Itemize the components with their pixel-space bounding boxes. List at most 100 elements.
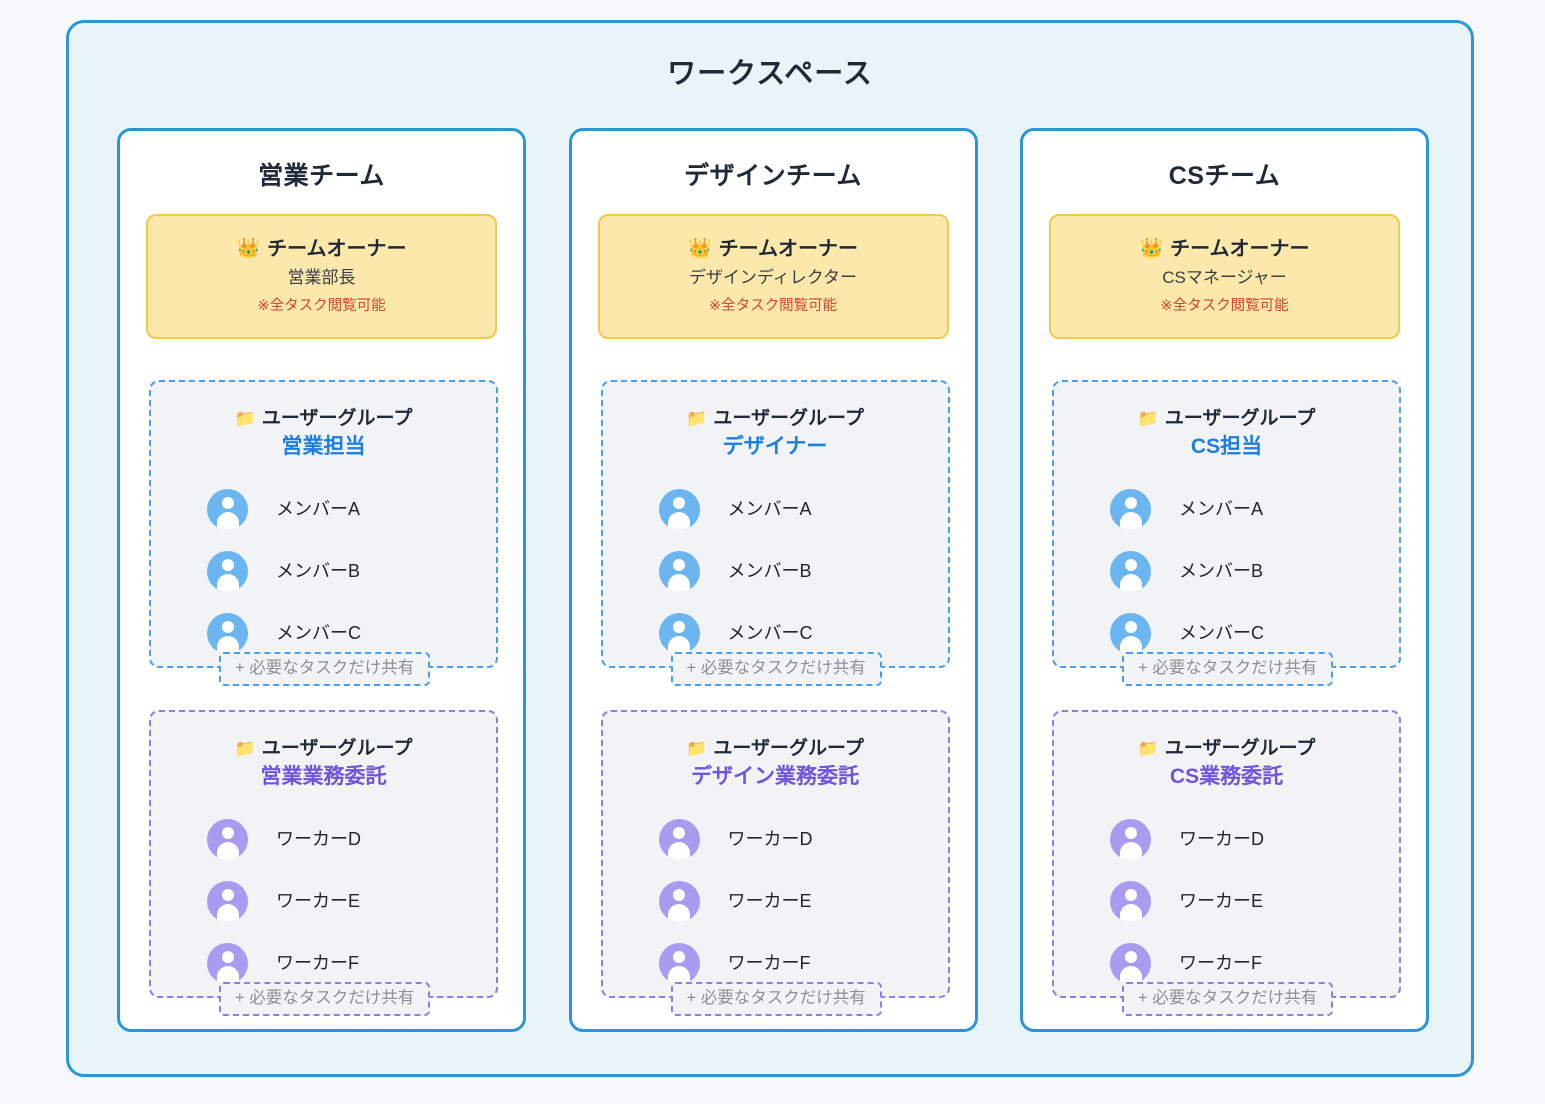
- user-group-kind: 📁ユーザーグループ: [235, 408, 413, 430]
- user-group-kind: 📁ユーザーグループ: [235, 738, 413, 760]
- avatar: [1110, 943, 1151, 985]
- user-group-box: 📁ユーザーグループ CS担当メンバーA メンバーB メンバーC: [1052, 380, 1401, 668]
- member-row[interactable]: メンバーA: [603, 479, 948, 541]
- folder-icon: 📁: [1137, 739, 1159, 759]
- owner-role-label: チームオーナー: [718, 238, 859, 261]
- owner-role: 👑チームオーナー: [688, 238, 858, 260]
- user-group-kind-label: ユーザーグループ: [1164, 738, 1316, 759]
- user-group: 📁ユーザーグループ営業担当メンバーA メンバーB メンバーC+ 必要なタスクだけ共有: [149, 380, 498, 686]
- user-group-header: 📁ユーザーグループ CS担当: [1054, 382, 1399, 459]
- avatar: [1110, 819, 1151, 861]
- member-name: ワーカーD: [1179, 829, 1264, 850]
- member-row[interactable]: ワーカーF: [1054, 933, 1399, 995]
- team-owner-card[interactable]: 👑チームオーナー営業部長 ※全タスク閲覧可能: [146, 214, 497, 339]
- member-name: ワーカーF: [727, 953, 811, 974]
- team-owner-card[interactable]: 👑 チームオーナー CSマネージャー ※全タスク閲覧可能: [1049, 214, 1400, 339]
- share-task-badge[interactable]: + 必要なタスクだけ共有: [1122, 652, 1334, 686]
- team-title: 営業チーム: [258, 162, 385, 190]
- user-group-header: 📁ユーザーグループ営業担当: [151, 382, 496, 459]
- member-name: ワーカーE: [276, 891, 361, 912]
- user-group-name: CS担当: [1190, 434, 1263, 458]
- user-group-box: 📁ユーザーグループ営業業務委託ワーカーD ワーカーE ワーカーF: [149, 710, 498, 998]
- owner-note: ※全タスク閲覧可能: [1160, 297, 1289, 314]
- team-owner-card[interactable]: 👑チームオーナーデザインディレクター ※全タスク閲覧可能: [597, 214, 949, 339]
- share-task-badge[interactable]: + 必要なタスクだけ共有: [219, 652, 431, 686]
- member-list: メンバーA メンバーB メンバーC: [151, 479, 496, 665]
- user-group-kind: 📁ユーザーグループ: [1138, 408, 1316, 430]
- member-name: メンバーA: [727, 499, 812, 520]
- member-name: メンバーA: [276, 499, 361, 520]
- member-name: ワーカーD: [727, 829, 813, 850]
- member-row[interactable]: ワーカーE: [151, 871, 496, 933]
- avatar: [207, 943, 248, 985]
- member-row[interactable]: メンバーC: [1054, 603, 1399, 665]
- share-task-badge[interactable]: + 必要なタスクだけ共有: [219, 982, 431, 1016]
- member-row[interactable]: ワーカーD: [1054, 809, 1399, 871]
- member-name: メンバーB: [276, 561, 361, 582]
- member-name: メンバーA: [1179, 499, 1264, 520]
- member-name: ワーカーE: [727, 891, 812, 912]
- member-name: メンバーB: [1179, 561, 1264, 582]
- owner-title: 営業部長: [287, 268, 356, 288]
- owner-title: CSマネージャー: [1162, 268, 1287, 288]
- owner-role-label: チームオーナー: [1170, 238, 1310, 261]
- teams-row: 営業チーム👑チームオーナー営業部長※全タスク閲覧可能📁ユーザーグループ営業担当メ…: [117, 128, 1429, 1032]
- member-row[interactable]: ワーカーE: [1054, 871, 1399, 933]
- avatar: [1110, 551, 1151, 593]
- member-list: ワーカーD ワーカーE ワーカーF: [151, 809, 496, 995]
- avatar: [1110, 489, 1151, 531]
- team-card: 営業チーム 👑チームオーナー営業部長 ※全タスク閲覧可能 📁ユーザーグループ営業担当メ…: [117, 128, 526, 1032]
- share-task-badge[interactable]: + 必要なタスクだけ共有: [1122, 982, 1334, 1016]
- member-name: メンバーC: [727, 623, 813, 644]
- avatar: [1110, 613, 1151, 655]
- member-list: ワーカーD ワーカーE ワーカーF: [1054, 809, 1399, 995]
- member-row[interactable]: メンバーA: [1054, 479, 1399, 541]
- member-name: メンバーC: [1179, 623, 1264, 644]
- owner-role: 👑チームオーナー: [236, 238, 406, 260]
- user-group-box: 📁ユーザーグループ営業担当メンバーA メンバーB メンバーC: [149, 380, 498, 668]
- owner-title: デザインディレクター: [688, 268, 858, 288]
- member-list: メンバーA メンバーB メンバーC: [603, 479, 948, 665]
- crown-icon: 👑: [1139, 237, 1164, 259]
- user-group-name: 営業担当: [281, 434, 366, 458]
- member-name: ワーカーF: [1179, 953, 1262, 974]
- user-group-kind: 📁ユーザーグループ: [686, 738, 864, 760]
- member-row[interactable]: メンバーB: [151, 541, 496, 603]
- user-group-name: 営業業務委託: [260, 764, 387, 788]
- member-row[interactable]: メンバーA: [151, 479, 496, 541]
- member-row[interactable]: メンバーB: [1054, 541, 1399, 603]
- crown-icon: 👑: [236, 237, 261, 259]
- user-group-box: 📁ユーザーグループ CS業務委託ワーカーD ワーカーE ワーカーF: [1052, 710, 1401, 998]
- owner-role: 👑 チームオーナー: [1139, 238, 1309, 260]
- user-group-kind: 📁ユーザーグループ: [686, 408, 864, 430]
- owner-note: ※全タスク閲覧可能: [708, 297, 838, 314]
- member-row[interactable]: メンバーC: [151, 603, 496, 665]
- avatar: [658, 819, 700, 861]
- member-row[interactable]: ワーカーD: [151, 809, 496, 871]
- avatar: [658, 943, 700, 985]
- member-list: メンバーA メンバーB メンバーC: [1054, 479, 1399, 665]
- user-group-box: 📁ユーザーグループデザイナーメンバーA メンバーB メンバーC: [600, 380, 950, 668]
- member-row[interactable]: ワーカーE: [603, 871, 948, 933]
- member-name: ワーカーD: [276, 829, 361, 850]
- share-task-badge[interactable]: + 必要なタスクだけ共有: [670, 982, 882, 1016]
- user-group-name: デザイナー: [722, 434, 828, 458]
- user-group-kind: 📁ユーザーグループ: [1138, 738, 1316, 760]
- member-name: ワーカーE: [1179, 891, 1264, 912]
- avatar: [207, 819, 248, 861]
- member-name: メンバーB: [727, 561, 812, 582]
- avatar: [658, 551, 700, 593]
- share-task-badge[interactable]: + 必要なタスクだけ共有: [670, 652, 882, 686]
- member-row[interactable]: メンバーB: [603, 541, 948, 603]
- user-group: 📁ユーザーグループ営業業務委託ワーカーD ワーカーE ワーカーF+ 必要なタスクだけ…: [149, 710, 498, 1016]
- team-card: デザインチーム👑チームオーナーデザインディレクター※全タスク閲覧可能📁ユーザーグ…: [568, 128, 978, 1032]
- member-row[interactable]: ワーカーF: [603, 933, 948, 995]
- owner-note: ※全タスク閲覧可能: [257, 297, 386, 314]
- member-row[interactable]: メンバーC: [603, 603, 948, 665]
- member-row[interactable]: ワーカーD: [603, 809, 948, 871]
- user-group-name: CS業務委託: [1169, 764, 1284, 788]
- member-row[interactable]: ワーカーF: [151, 933, 496, 995]
